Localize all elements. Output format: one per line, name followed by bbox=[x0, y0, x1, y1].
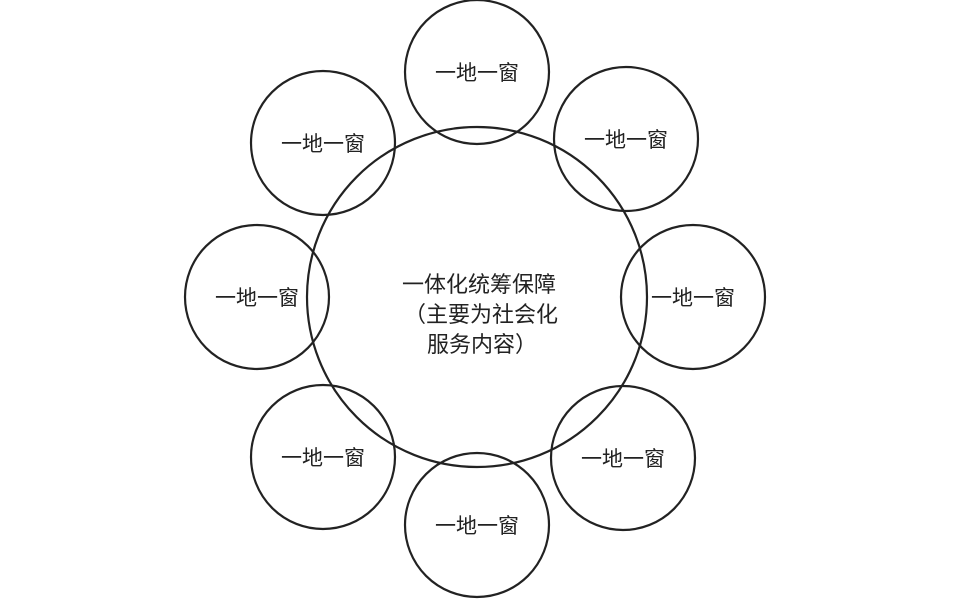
satellite-circle bbox=[403, 451, 551, 599]
satellite-node: 一地一窗 bbox=[549, 384, 697, 532]
satellite-circle bbox=[249, 69, 397, 217]
satellite-circle bbox=[249, 383, 397, 531]
satellite-label: 一地一窗 bbox=[581, 447, 665, 471]
center-node: 一体化统筹保障 （主要为社会化 服务内容） bbox=[305, 125, 649, 469]
satellite-node: 一地一窗 bbox=[183, 223, 331, 371]
satellite-circle bbox=[403, 0, 551, 146]
satellite-label: 一地一窗 bbox=[281, 446, 365, 470]
satellite-node: 一地一窗 bbox=[249, 383, 397, 531]
satellite-label: 一地一窗 bbox=[584, 128, 668, 152]
satellite-label: 一地一窗 bbox=[651, 286, 735, 310]
satellite-label: 一地一窗 bbox=[435, 514, 519, 538]
center-line-1: 一体化统筹保障 bbox=[402, 273, 556, 298]
satellite-label: 一地一窗 bbox=[435, 61, 519, 85]
center-line-3: 服务内容） bbox=[427, 333, 537, 358]
satellite-node: 一地一窗 bbox=[403, 451, 551, 599]
satellite-node: 一地一窗 bbox=[249, 69, 397, 217]
satellite-circle bbox=[552, 65, 700, 213]
center-circle bbox=[305, 125, 649, 469]
satellite-circle bbox=[183, 223, 331, 371]
center-line-2: （主要为社会化 bbox=[404, 303, 558, 328]
satellite-circle bbox=[619, 223, 767, 371]
satellite-node: 一地一窗 bbox=[403, 0, 551, 146]
satellite-node: 一地一窗 bbox=[619, 223, 767, 371]
satellite-label: 一地一窗 bbox=[215, 286, 299, 310]
satellite-circle bbox=[549, 384, 697, 532]
satellite-label: 一地一窗 bbox=[281, 132, 365, 156]
satellite-node: 一地一窗 bbox=[552, 65, 700, 213]
